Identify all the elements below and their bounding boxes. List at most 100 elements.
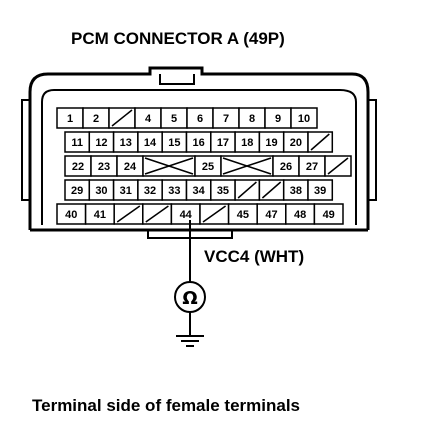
terminal-number: 29: [71, 185, 83, 197]
terminal-cell: [258, 179, 285, 201]
terminal-cell: [220, 155, 274, 177]
terminal-number: 33: [168, 185, 180, 197]
terminal-number: 26: [280, 161, 292, 173]
terminal-cell: [142, 155, 196, 177]
terminal-cell: 34: [185, 179, 212, 201]
terminal-cell: 26: [272, 155, 300, 177]
terminal-cell: [108, 107, 136, 129]
terminal-cell: 38: [282, 179, 309, 201]
terminal-number: 19: [265, 137, 277, 149]
terminal-cell: [307, 131, 334, 153]
terminal-cell: 35: [210, 179, 236, 201]
terminal-cell: 40: [56, 203, 87, 225]
terminal-number: 13: [120, 137, 132, 149]
terminal-cell: [142, 203, 173, 225]
terminal-number: 1: [67, 113, 73, 125]
terminal-cell: 7: [212, 107, 240, 129]
terminal-cell: 48: [285, 203, 316, 225]
terminal-cell: 10: [290, 107, 318, 129]
terminal-cell: 30: [88, 179, 115, 201]
terminal-number: 48: [294, 209, 306, 221]
terminal-cell: 32: [137, 179, 163, 201]
diagram-title: PCM CONNECTOR A (49P): [71, 29, 285, 48]
terminal-number: 35: [217, 185, 229, 197]
terminal-number: 14: [144, 137, 157, 149]
terminal-number: 27: [306, 161, 318, 173]
terminal-cell: 9: [264, 107, 292, 129]
terminal-cell: 44: [170, 203, 201, 225]
terminal-cell: 15: [161, 131, 188, 153]
terminal-number: 30: [95, 185, 107, 197]
terminal-number: 8: [249, 113, 255, 125]
terminal-cell: [113, 203, 144, 225]
terminal-cell: 6: [186, 107, 214, 129]
terminal-cell: 47: [256, 203, 287, 225]
terminal-cell: 45: [227, 203, 258, 225]
terminal-number: 39: [314, 185, 326, 197]
terminal-number: 11: [71, 137, 83, 149]
terminal-number: 41: [94, 209, 106, 221]
terminal-cell: 12: [88, 131, 115, 153]
terminal-cell: [324, 155, 352, 177]
ohm-symbol: Ω: [182, 288, 197, 309]
terminal-number: 44: [180, 209, 193, 221]
terminal-cell: 16: [185, 131, 212, 153]
terminal-number: 31: [120, 185, 132, 197]
terminal-cell: 49: [313, 203, 344, 225]
terminal-cell: [234, 179, 261, 201]
terminal-number: 10: [298, 113, 310, 125]
diagram-caption: Terminal side of female terminals: [32, 396, 300, 415]
terminal-cell: 11: [64, 131, 91, 153]
terminal-number: 12: [95, 137, 107, 149]
terminal-number: 20: [290, 137, 302, 149]
terminal-number: 2: [93, 113, 99, 125]
terminal-number: 40: [65, 209, 77, 221]
terminal-cell: 18: [234, 131, 261, 153]
terminal-cell: 33: [161, 179, 188, 201]
terminal-number: 9: [275, 113, 281, 125]
terminal-cell: 24: [116, 155, 144, 177]
terminal-number: 47: [265, 209, 277, 221]
terminal-number: 45: [237, 209, 249, 221]
terminal-number: 6: [197, 113, 203, 125]
connector-housing: [21, 66, 377, 239]
terminal-cell: 5: [160, 107, 188, 129]
terminal-number: 38: [290, 185, 302, 197]
terminal-number: 25: [202, 161, 214, 173]
terminal-cell: 19: [258, 131, 285, 153]
terminal-number: 32: [144, 185, 156, 197]
terminal-cell: 8: [238, 107, 266, 129]
terminal-number: 7: [223, 113, 229, 125]
terminal-cell: 25: [194, 155, 222, 177]
terminal-number: 24: [124, 161, 137, 173]
terminal-cell: 39: [307, 179, 334, 201]
terminal-number: 5: [171, 113, 177, 125]
terminal-cell: 20: [282, 131, 309, 153]
terminal-number: 49: [323, 209, 335, 221]
terminal-number: 15: [168, 137, 180, 149]
terminal-cell: 27: [298, 155, 326, 177]
terminal-cell: 23: [90, 155, 118, 177]
signal-label: VCC4 (WHT): [204, 247, 304, 266]
terminal-number: 34: [193, 185, 206, 197]
terminal-number: 17: [217, 137, 229, 149]
terminal-cell: 1: [56, 107, 84, 129]
terminal-cell: 14: [137, 131, 163, 153]
terminal-cell: 41: [84, 203, 115, 225]
terminal-cell: 29: [64, 179, 91, 201]
ground-icon: [176, 312, 204, 347]
terminal-number: 18: [241, 137, 253, 149]
terminal-number: 22: [72, 161, 84, 173]
terminal-cell: [199, 203, 230, 225]
probe-circuit: Ω: [174, 220, 206, 347]
terminal-cell: 4: [134, 107, 162, 129]
terminal-number: 4: [145, 113, 152, 125]
terminal-cell: 31: [112, 179, 139, 201]
terminal-number: 23: [98, 161, 110, 173]
terminal-cell: 2: [82, 107, 110, 129]
terminal-cell: 13: [112, 131, 139, 153]
terminal-cell: 22: [64, 155, 92, 177]
terminal-number: 16: [193, 137, 205, 149]
